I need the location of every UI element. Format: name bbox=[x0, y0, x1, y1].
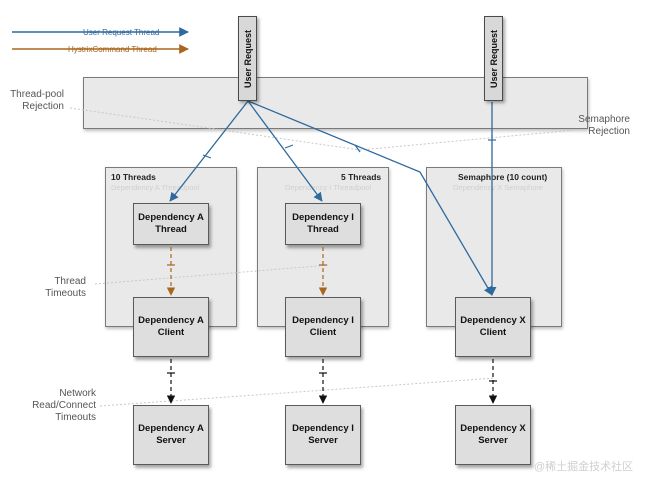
dependency-i-client-box: Dependency I Client bbox=[285, 297, 361, 357]
dependency-i-server-box: Dependency I Server bbox=[285, 405, 361, 465]
user-request-bar-right: User Request bbox=[484, 16, 503, 101]
thread-pool-rejection-guide bbox=[69, 107, 361, 151]
request-to-dep-x-client-arrow bbox=[247, 100, 493, 296]
user-request-bar-left: User Request bbox=[238, 16, 257, 101]
thread-timeouts-guide bbox=[94, 264, 331, 285]
thread-timeouts-label: Thread Timeouts bbox=[45, 276, 86, 299]
semaphore-rejection-guide bbox=[359, 129, 576, 151]
request-to-dep-a-thread-arrow bbox=[169, 100, 249, 202]
semaphore-rejection-label: Semaphore Rejection bbox=[578, 114, 630, 137]
group-subtitle-x: Dependency X Semaphore bbox=[453, 183, 544, 192]
group-title-i: 5 Threads bbox=[341, 172, 382, 182]
dependency-x-server-box: Dependency X Server bbox=[455, 405, 531, 465]
watermark: @稀土掘金技术社区 bbox=[534, 461, 634, 473]
reject-tick-a bbox=[202, 154, 212, 159]
dependency-a-thread-box: Dependency A Thread bbox=[133, 203, 209, 245]
request-layer-panel bbox=[83, 77, 588, 129]
group-title-x: Semaphore (10 count) bbox=[458, 172, 548, 182]
thread-pool-rejection-label: Thread-pool Rejection bbox=[10, 89, 64, 112]
dependency-a-server-box: Dependency A Server bbox=[133, 405, 209, 465]
dependency-i-thread-box: Dependency I Thread bbox=[285, 203, 361, 245]
reject-tick-i bbox=[284, 144, 294, 149]
network-timeouts-label: Network Read/Connect Timeouts bbox=[32, 388, 96, 423]
reject-tick-x bbox=[354, 144, 361, 153]
group-title-a: 10 Threads bbox=[111, 172, 156, 182]
dependency-a-client-box: Dependency A Client bbox=[133, 297, 209, 357]
group-subtitle-a: Dependency A Threadpool bbox=[111, 183, 200, 192]
dependency-x-client-box: Dependency X Client bbox=[455, 297, 531, 357]
network-timeouts-guide bbox=[99, 377, 496, 407]
request-to-dep-i-thread-arrow bbox=[247, 100, 323, 202]
group-subtitle-i: Dependency I Threadpool bbox=[285, 183, 372, 192]
